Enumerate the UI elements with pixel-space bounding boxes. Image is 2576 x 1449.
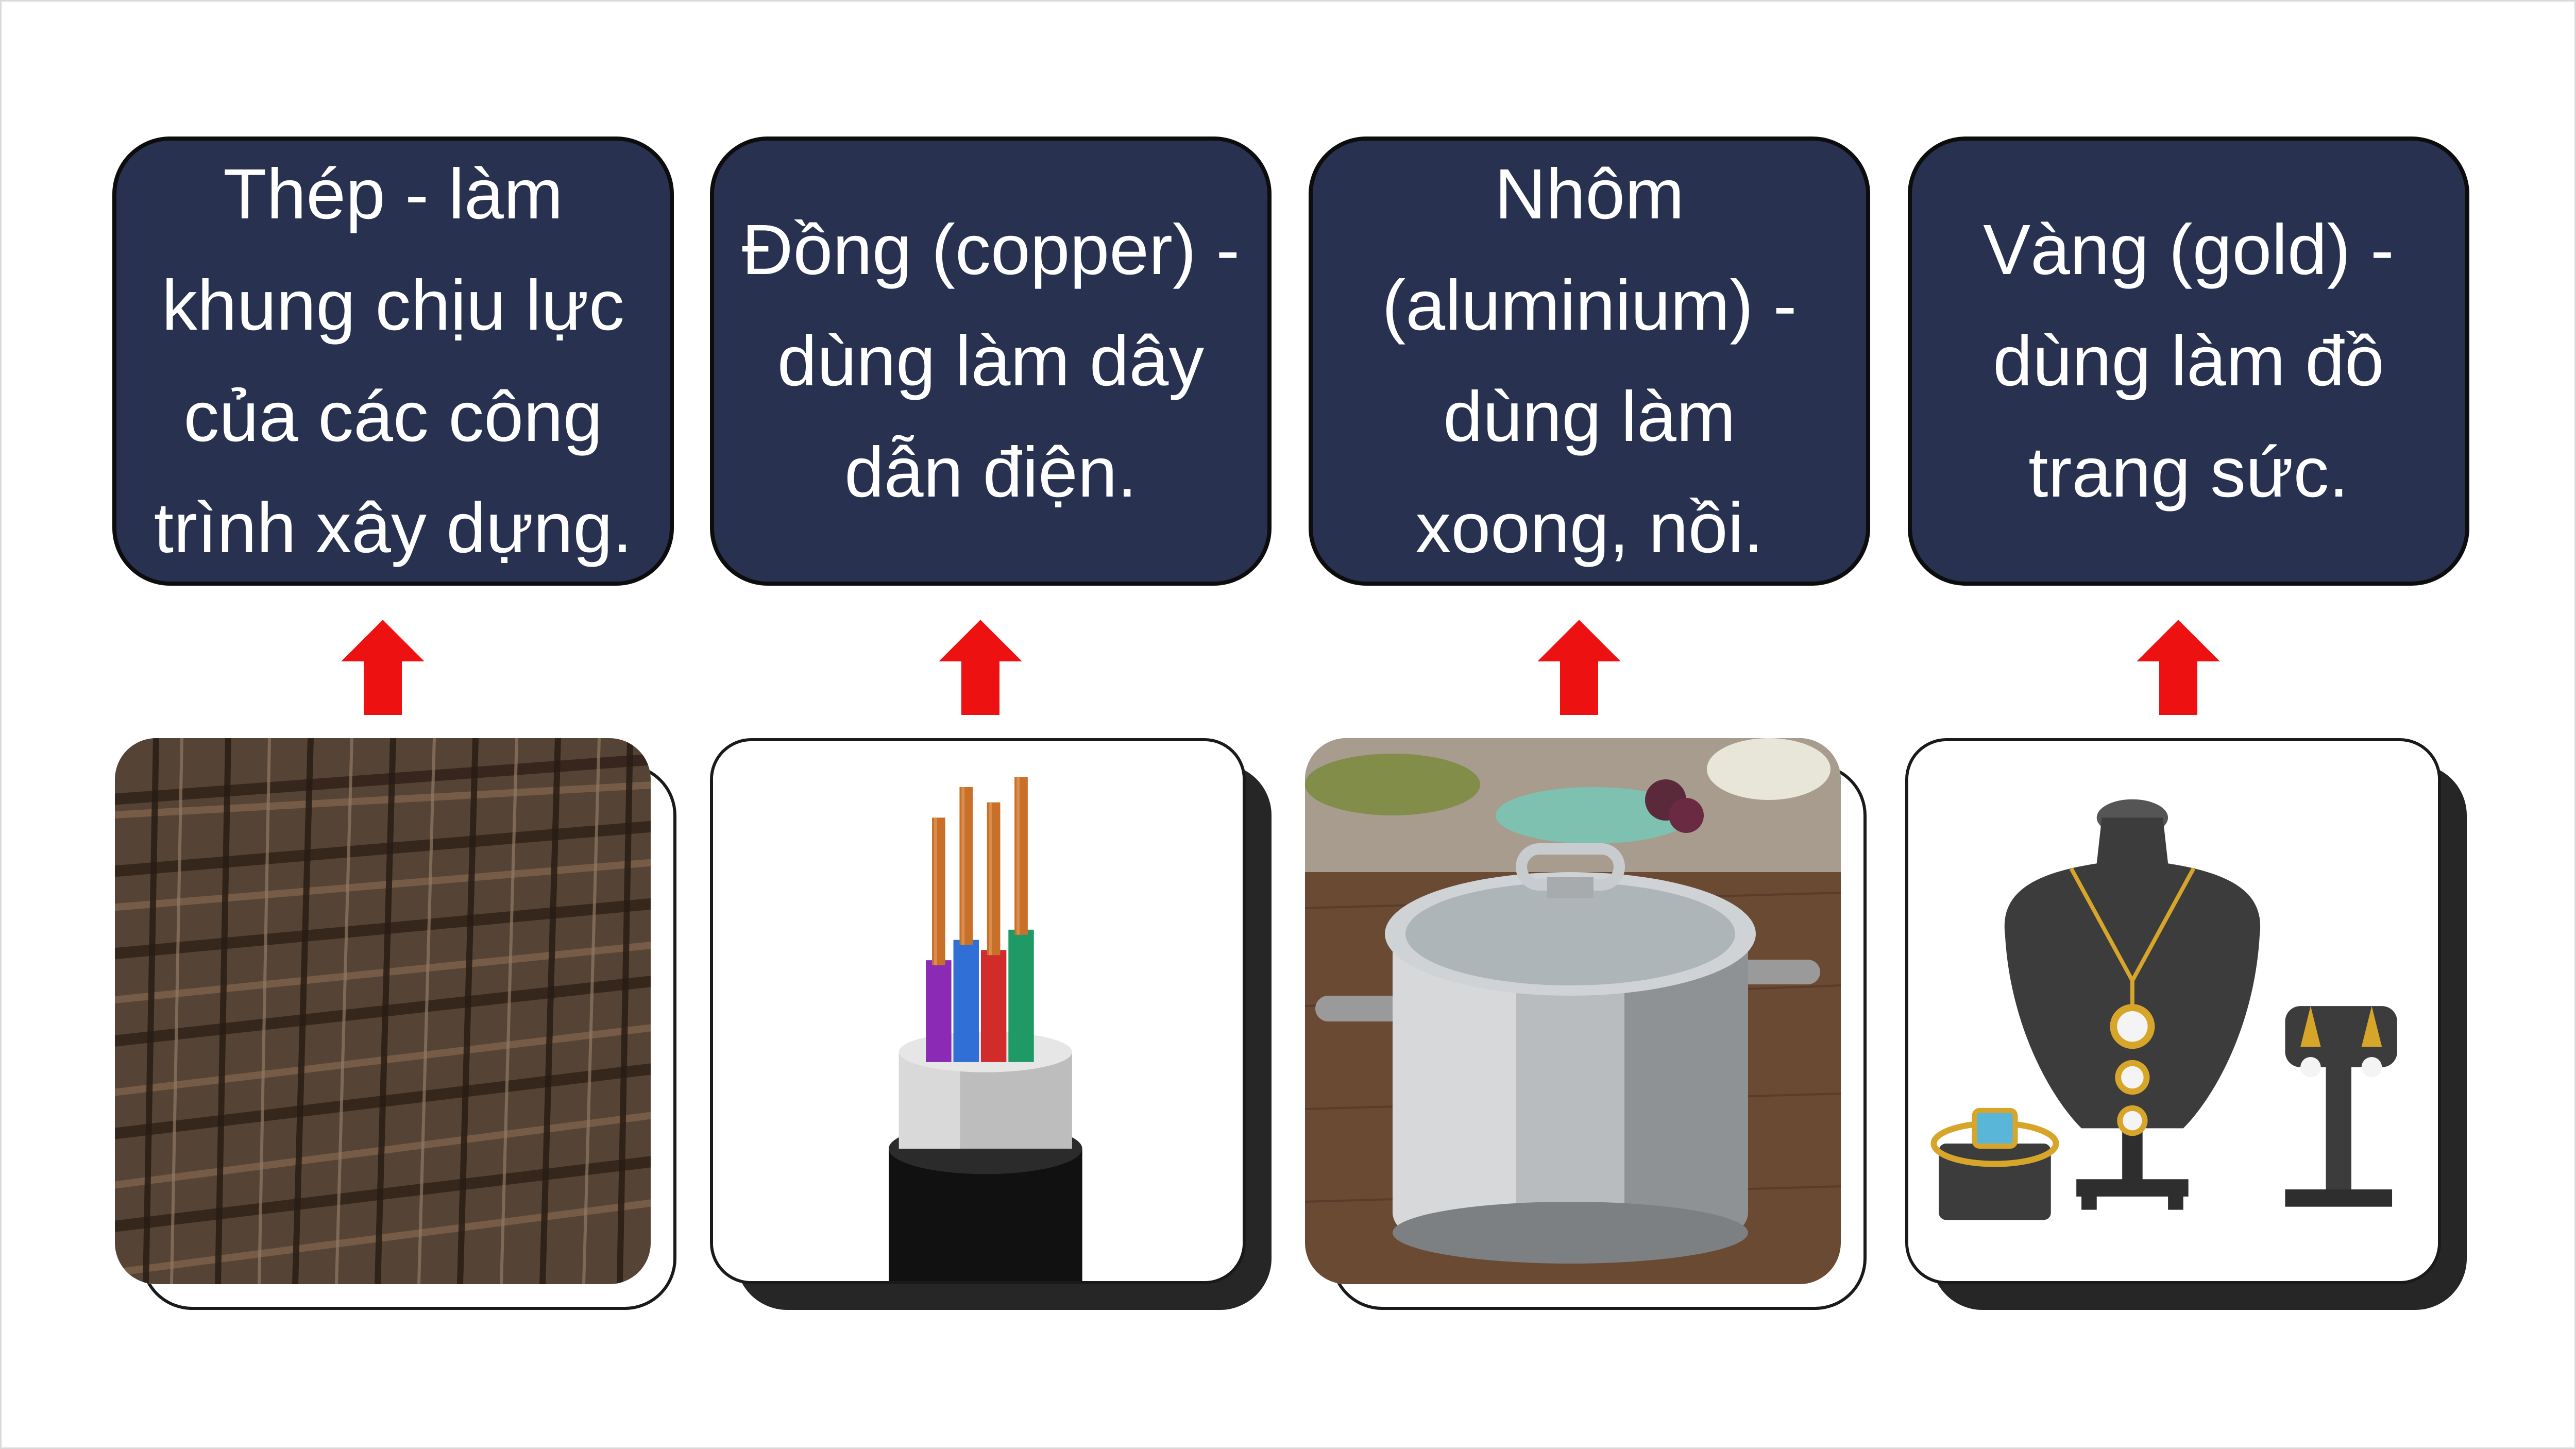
card-copper-text: Đồng (copper) - dùng làm dây dẫn điện. xyxy=(741,210,1240,512)
up-arrow-icon xyxy=(2131,616,2226,718)
card-steel-text: Thép - làm khung chịu lực của các công t… xyxy=(154,155,633,568)
aluminium-pot-photo xyxy=(1305,738,1867,1310)
up-arrow-icon xyxy=(1532,616,1627,718)
gold-jewelry-illustration xyxy=(1905,738,2467,1310)
up-arrow-icon xyxy=(335,616,431,718)
card-aluminium-text: Nhôm (aluminium) - dùng làm xoong, nồi. xyxy=(1382,155,1797,568)
card-copper: Đồng (copper) - dùng làm dây dẫn điện. xyxy=(710,137,1272,586)
copper-cable-image xyxy=(713,741,1243,1281)
gold-jewelry-image xyxy=(1908,741,2438,1281)
steel-rebar-image xyxy=(115,738,651,1284)
card-steel: Thép - làm khung chịu lực của các công t… xyxy=(112,137,674,586)
up-arrow-icon xyxy=(933,616,1028,718)
steel-rebar-photo xyxy=(115,738,676,1310)
copper-cable-illustration xyxy=(710,738,1272,1310)
aluminium-pot-image xyxy=(1305,738,1841,1284)
card-aluminium: Nhôm (aluminium) - dùng làm xoong, nồi. xyxy=(1309,137,1870,586)
card-gold-text: Vàng (gold) - dùng làm đồ trang sức. xyxy=(1983,210,2394,512)
card-gold: Vàng (gold) - dùng làm đồ trang sức. xyxy=(1908,137,2469,586)
